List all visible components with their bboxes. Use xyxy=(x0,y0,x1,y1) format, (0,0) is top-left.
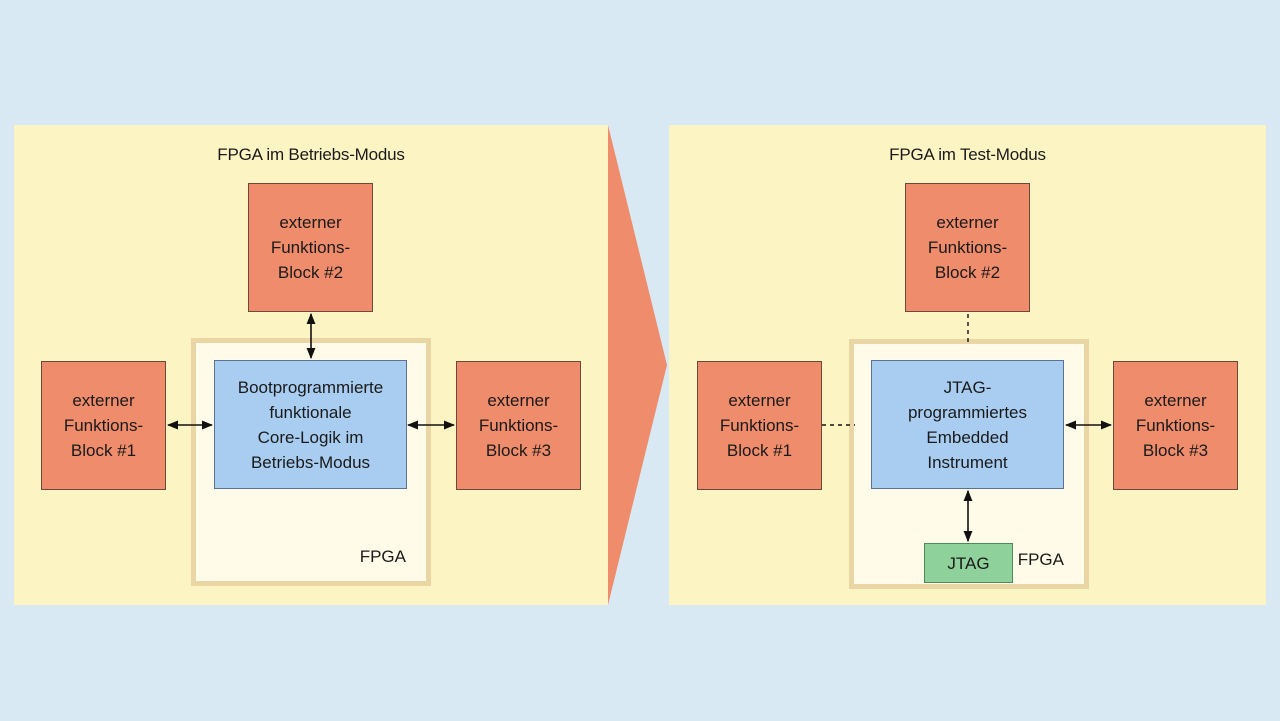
ext-block-3-left-line-2: Funktions- xyxy=(478,416,559,435)
core-logic-block: Bootprogrammierte funktionale Core-Logik… xyxy=(214,360,407,489)
right-panel-title: FPGA im Test-Modus xyxy=(889,145,1046,164)
ext-block-3-right-line-3: Block #3 xyxy=(1142,441,1209,460)
ext-block-1-left-line-3: Block #1 xyxy=(70,441,137,460)
external-block-3-left: externer Funktions- Block #3 xyxy=(456,361,581,490)
transition-arrow-shape xyxy=(608,125,667,605)
jtag-block: JTAG xyxy=(924,543,1013,583)
ext-block-1-left-line-2: Funktions- xyxy=(63,416,144,435)
ext-block-3-left-line-1: externer xyxy=(487,391,550,410)
ext-block-2-right-line-3: Block #2 xyxy=(934,263,1001,282)
left-panel-operating-mode: FPGA im Betriebs-Modus FPGA externer Fun… xyxy=(14,125,608,605)
ext-block-1-right-line-2: Funktions- xyxy=(719,416,800,435)
external-block-1-right: externer Funktions- Block #1 xyxy=(697,361,822,490)
core-right-line-2: programmiertes xyxy=(907,402,1028,422)
left-panel-connectors xyxy=(166,312,456,430)
core-left-line-4: Betriebs-Modus xyxy=(250,452,371,472)
external-block-2-left: externer Funktions- Block #2 xyxy=(248,183,373,312)
left-panel-title: FPGA im Betriebs-Modus xyxy=(217,145,405,164)
core-right-line-3: Embedded xyxy=(926,427,1009,447)
external-block-2-right: externer Funktions- Block #2 xyxy=(905,183,1030,312)
ext-block-3-left-line-3: Block #3 xyxy=(485,441,552,460)
core-right-line-1: JTAG- xyxy=(943,377,992,397)
core-left-line-2: funktionale xyxy=(269,402,352,422)
ext-block-1-right-line-1: externer xyxy=(728,391,791,410)
jtag-label: JTAG xyxy=(947,553,990,573)
embedded-instrument-block: JTAG- programmiertes Embedded Instrument xyxy=(871,360,1064,489)
ext-block-2-left-line-1: externer xyxy=(279,213,342,232)
ext-block-1-right-line-3: Block #1 xyxy=(726,441,793,460)
right-panel-test-mode: FPGA im Test-Modus FPGA externer Funktio… xyxy=(669,125,1266,605)
ext-block-2-right-line-2: Funktions- xyxy=(927,238,1008,257)
core-left-line-3: Core-Logik im xyxy=(257,427,364,447)
core-left-line-1: Bootprogrammierte xyxy=(237,377,384,397)
ext-block-2-left-line-2: Funktions- xyxy=(270,238,351,257)
right-panel-connectors xyxy=(822,314,1113,543)
ext-block-1-left-line-1: externer xyxy=(72,391,135,410)
ext-block-2-right-line-1: externer xyxy=(936,213,999,232)
ext-block-3-right-line-1: externer xyxy=(1144,391,1207,410)
ext-block-3-right-line-2: Funktions- xyxy=(1135,416,1216,435)
ext-block-2-left-line-3: Block #2 xyxy=(277,263,344,282)
fpga-label-left: FPGA xyxy=(359,547,406,566)
external-block-3-right: externer Funktions- Block #3 xyxy=(1113,361,1238,490)
core-right-line-4: Instrument xyxy=(927,452,1008,472)
fpga-label-right: FPGA xyxy=(1017,550,1064,569)
external-block-1-left: externer Funktions- Block #1 xyxy=(41,361,166,490)
